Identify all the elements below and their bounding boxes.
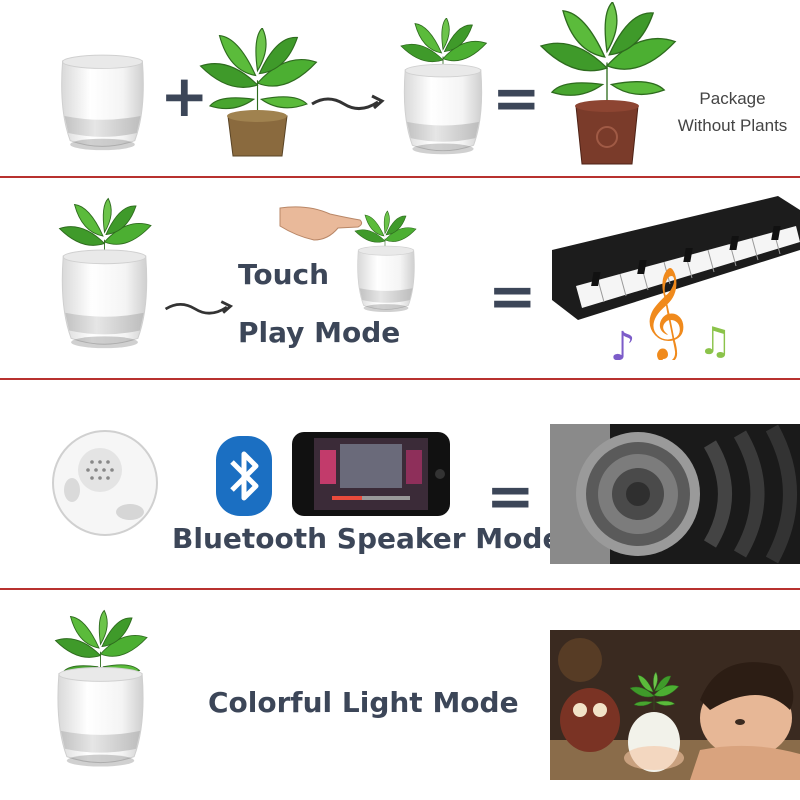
speaker-closeup-image	[550, 424, 800, 564]
divider-2	[0, 378, 800, 380]
package-note: Package Without Plants	[660, 85, 800, 139]
plant-pot-image	[55, 610, 148, 768]
divider-1	[0, 176, 800, 178]
row-package: + = Package Without Plants	[0, 0, 800, 176]
piano-keyboard-image: 𝄞 ♪ ♫	[552, 196, 800, 360]
package-line-1: Package	[699, 89, 766, 108]
equals-sign: =	[488, 262, 537, 330]
touch-label: Touch	[238, 258, 330, 291]
bluetooth-speaker-mode-label: Bluetooth Speaker Mode	[172, 522, 562, 555]
divider-3	[0, 588, 800, 590]
colorful-light-mode-label: Colorful Light Mode	[208, 686, 519, 719]
arrow-icon	[311, 94, 385, 110]
bluetooth-icon	[216, 436, 272, 516]
plus-sign: +	[160, 62, 209, 130]
plant-in-brown-pot-image	[540, 2, 676, 165]
arrow-icon	[164, 300, 234, 315]
svg-text:𝄞: 𝄞	[640, 266, 687, 360]
row-bluetooth-speaker: Bluetooth Speaker Mode =	[0, 380, 800, 588]
row-colorful-light: Colorful Light Mode	[0, 590, 800, 800]
row-touch-play: Touch Play Mode = 𝄞 ♪ ♫	[0, 178, 800, 378]
plant-pot-image	[59, 198, 152, 349]
equals-sign: =	[486, 462, 535, 530]
smartphone-image	[292, 432, 450, 516]
finger-touching-plant-image	[279, 206, 417, 313]
pot-bottom-speaker-image	[52, 430, 158, 536]
empty-pot-image	[61, 54, 144, 151]
potted-plant-soil-image	[199, 28, 317, 157]
equals-sign: =	[492, 64, 541, 132]
planted-pot-image	[400, 18, 487, 155]
svg-text:♫: ♫	[698, 319, 732, 360]
child-with-glowing-pot-image	[550, 630, 800, 780]
package-line-2: Without Plants	[677, 116, 788, 135]
play-mode-label: Play Mode	[238, 316, 401, 349]
svg-text:♪: ♪	[610, 324, 636, 360]
